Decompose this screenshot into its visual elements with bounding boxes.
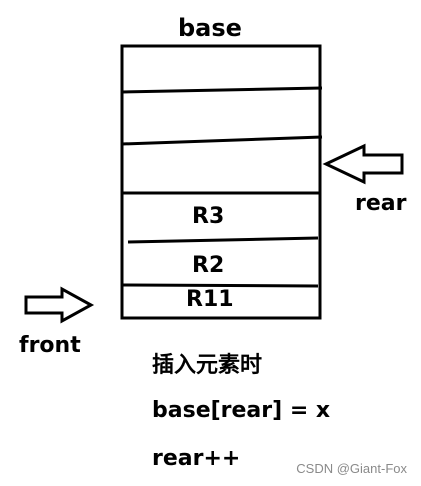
queue-title: base — [178, 14, 242, 42]
slot-divider — [121, 283, 319, 288]
slot-divider — [127, 236, 319, 244]
caption-assignment: base[rear] = x — [152, 398, 331, 423]
slot-divider — [121, 135, 323, 146]
slot-divider — [121, 86, 323, 94]
rear-pointer-label: rear — [355, 191, 407, 216]
queue-array-box — [120, 44, 322, 320]
caption-increment: rear++ — [152, 446, 241, 471]
front-arrow-icon — [24, 286, 95, 324]
slot-value-r11: R11 — [186, 287, 234, 312]
rear-arrow-icon — [322, 143, 404, 185]
slot-value-r2: R2 — [192, 253, 225, 278]
caption-heading: 插入元素时 — [152, 353, 263, 378]
front-pointer-label: front — [19, 333, 81, 358]
watermark-text: CSDN @Giant-Fox — [296, 461, 407, 476]
slot-value-r3: R3 — [192, 204, 225, 229]
